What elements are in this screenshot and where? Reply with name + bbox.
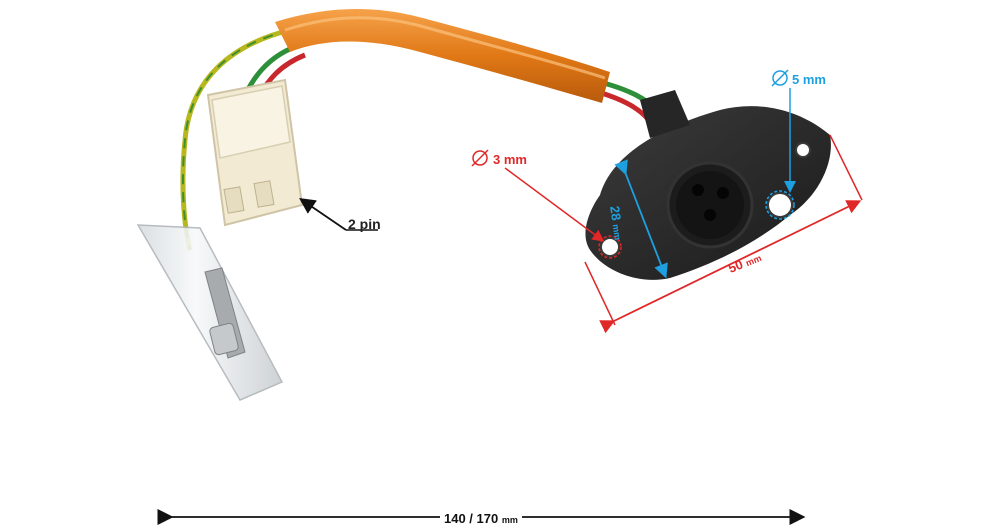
connector-label: 2 pin (348, 216, 381, 232)
cable-length-label: 140 / 170 mm (440, 511, 522, 526)
small-mounting-hole (600, 237, 620, 257)
small-hole-diameter-label: 3 mm (493, 152, 527, 167)
large-hole-diameter-label: 5 mm (792, 72, 826, 87)
insulated-terminal (136, 224, 284, 401)
two-pin-connector (206, 78, 304, 227)
cable-sleeve (275, 8, 610, 103)
socket-width-value: 28 (607, 205, 625, 222)
cable-length-value: 140 / 170 (444, 511, 499, 526)
cable-length-unit: mm (501, 515, 518, 525)
socket-width-unit: mm (610, 223, 623, 241)
socket-flange (585, 90, 831, 280)
large-mounting-hole (767, 192, 793, 218)
